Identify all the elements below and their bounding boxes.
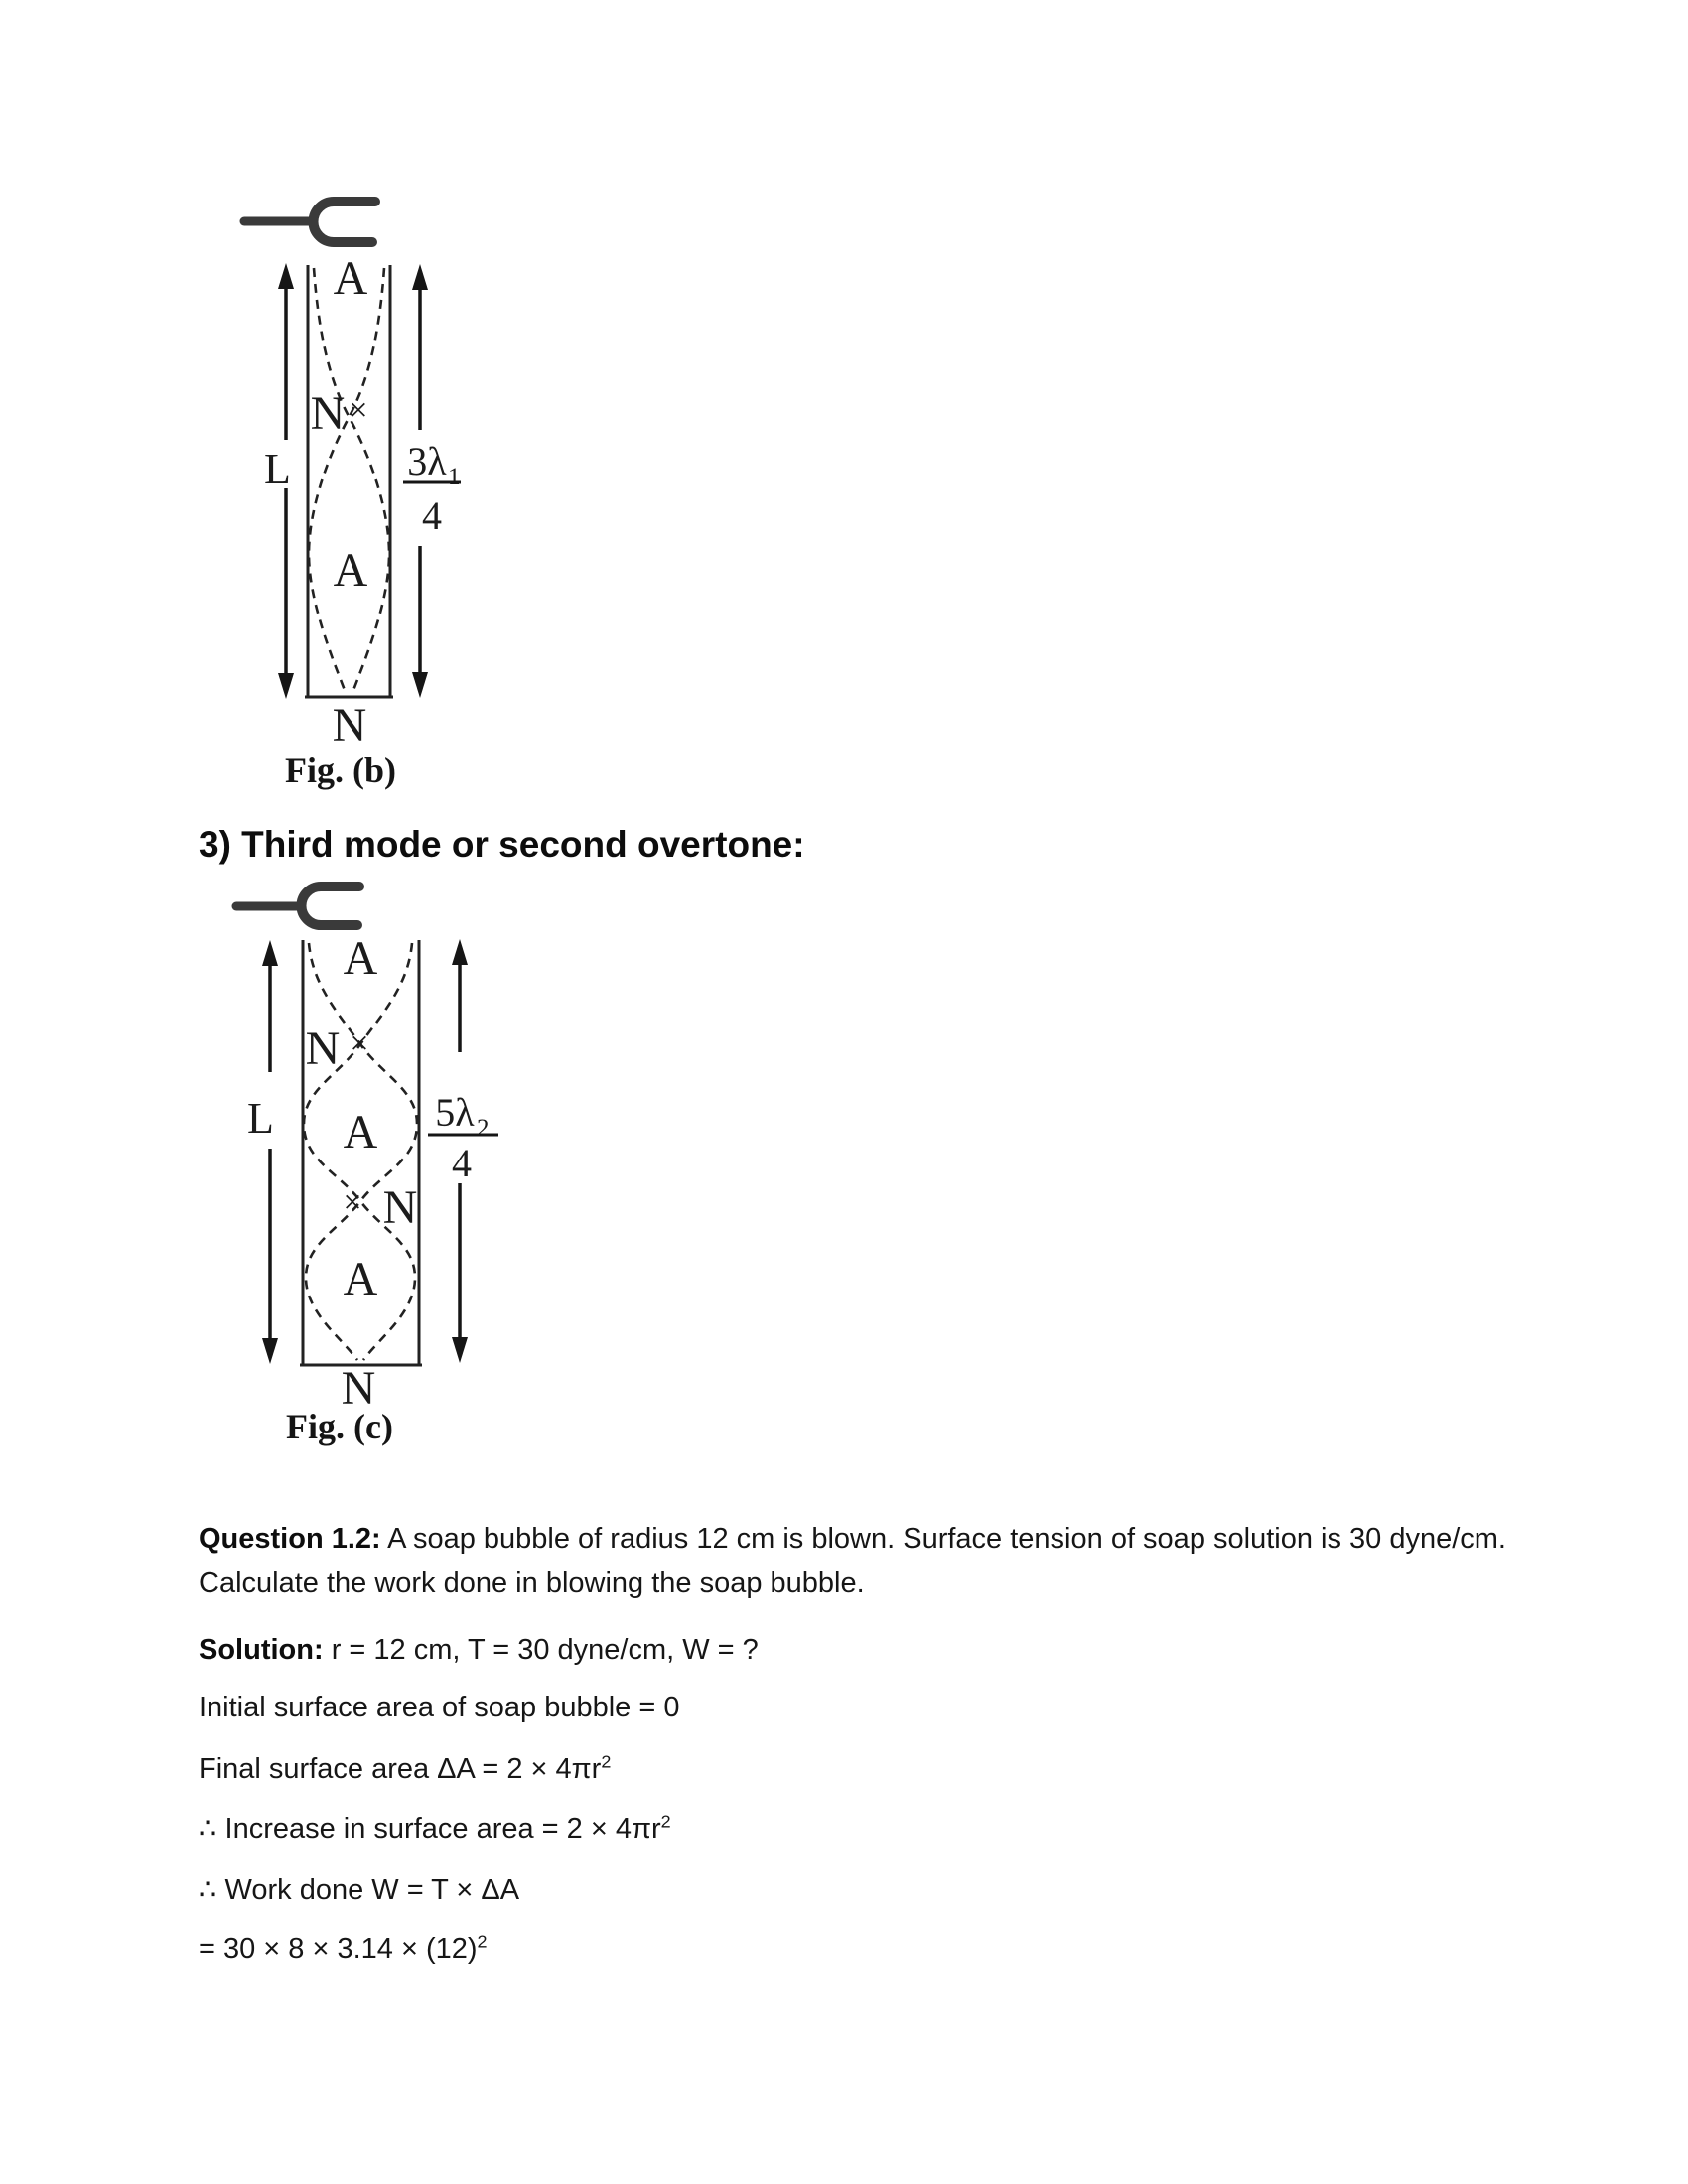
length-label-b: L	[264, 445, 291, 493]
node-bottom-label-c: N	[342, 1362, 376, 1415]
node-mid-label-b: N	[311, 387, 346, 440]
fraction-numerator-c: 5λ	[435, 1090, 475, 1135]
antinode-mid-label-c: A	[344, 1106, 378, 1159]
fraction-numerator-sub-b: 1	[448, 464, 461, 490]
work-done-line: ∴ Work done W = T × ΔA	[199, 1868, 519, 1913]
node-2-label-c: N	[383, 1181, 418, 1234]
question-label: Question 1.2:	[199, 1523, 381, 1555]
increase-area-text: ∴ Increase in surface area = 2 × 4πr	[199, 1813, 661, 1844]
final-area-text: Final surface area ΔA = 2 × 4πr	[199, 1753, 602, 1785]
fraction-denominator-c: 4	[452, 1141, 472, 1185]
final-area-exponent: 2	[601, 1751, 612, 1772]
initial-area-line: Initial surface area of soap bubble = 0	[199, 1686, 679, 1730]
antinode-mid-label-b: A	[334, 544, 368, 597]
tuning-fork-icon	[231, 882, 364, 930]
wavelength-fraction-c: 5λ 2 4	[428, 1090, 498, 1185]
node-bottom-label-b: N	[333, 699, 367, 751]
increase-area-line: ∴ Increase in surface area = 2 × 4πr2	[199, 1807, 671, 1851]
solution-given: r = 12 cm, T = 30 dyne/cm, W = ?	[323, 1634, 759, 1666]
final-area-line: Final surface area ΔA = 2 × 4πr2	[199, 1747, 611, 1792]
figure-b-standing-wave: L 3λ 1 4 A N × A N	[239, 197, 461, 751]
standing-wave-b	[307, 267, 391, 694]
node-2-cross-c: ×	[343, 1184, 361, 1221]
node-1-label-c: N	[306, 1023, 341, 1075]
tuning-fork-icon	[239, 197, 380, 247]
pipe-c	[300, 940, 422, 1367]
question-paragraph: Question 1.2: A soap bubble of radius 12…	[199, 1517, 1534, 1606]
standing-wave-c	[302, 942, 419, 1361]
solution-label: Solution:	[199, 1634, 324, 1666]
wavelength-dimension-arrow-b	[412, 264, 428, 698]
length-dimension-arrow-b	[278, 263, 294, 699]
increase-area-exponent: 2	[660, 1811, 671, 1832]
solution-given-line: Solution: r = 12 cm, T = 30 dyne/cm, W =…	[199, 1628, 759, 1673]
section-heading: 3) Third mode or second overtone:	[199, 824, 805, 865]
wavelength-fraction-b: 3λ 1 4	[403, 439, 461, 538]
wavelength-dimension-arrow-c	[452, 939, 468, 1363]
calculation-text: = 30 × 8 × 3.14 × (12)	[199, 1933, 478, 1965]
fraction-numerator-sub-c: 2	[477, 1115, 490, 1142]
fraction-denominator-b: 4	[422, 493, 442, 538]
figure-b-caption: Fig. (b)	[285, 751, 396, 790]
length-dimension-arrow-c	[262, 940, 278, 1364]
antinode-top-label-c: A	[344, 932, 378, 985]
question-text: A soap bubble of radius 12 cm is blown. …	[199, 1523, 1506, 1599]
node-1-cross-c: ×	[350, 1025, 368, 1062]
work-done-text: ∴ Work done W = T × ΔA	[199, 1874, 520, 1906]
initial-area-text: Initial surface area of soap bubble = 0	[199, 1692, 680, 1723]
pipe-b	[305, 265, 393, 699]
figure-c-standing-wave: L 5λ 2 4 A N × A × N A N	[231, 882, 498, 1415]
fraction-numerator-b: 3λ	[407, 439, 447, 483]
node-cross-b: ×	[349, 392, 367, 429]
calculation-line: = 30 × 8 × 3.14 × (12)2	[199, 1927, 488, 1972]
figure-c-caption: Fig. (c)	[286, 1407, 393, 1446]
length-label-c: L	[247, 1094, 274, 1143]
calculation-exponent: 2	[477, 1931, 488, 1952]
antinode-top-label-b: A	[334, 252, 368, 305]
antinode-bottom-label-c: A	[344, 1253, 378, 1305]
